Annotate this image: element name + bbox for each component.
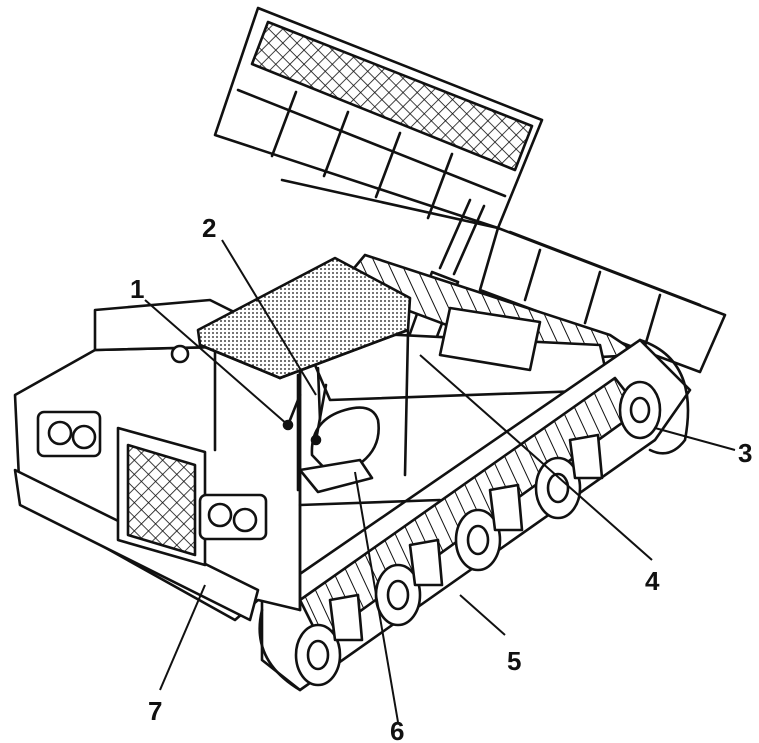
callout-4: 4 [645,566,660,596]
callout-7: 7 [148,696,162,726]
callout-3: 3 [738,438,752,468]
dump-body [213,6,727,374]
callout-6: 6 [390,716,404,743]
road-wheels [294,380,662,687]
cargo-frame [298,306,612,402]
callout-5: 5 [507,646,521,676]
callout-2: 2 [202,213,216,243]
canopy [196,256,412,492]
leader-lines [144,239,736,723]
callout-1: 1 [130,274,144,304]
front-details [36,344,268,567]
operator-seat [298,406,380,494]
